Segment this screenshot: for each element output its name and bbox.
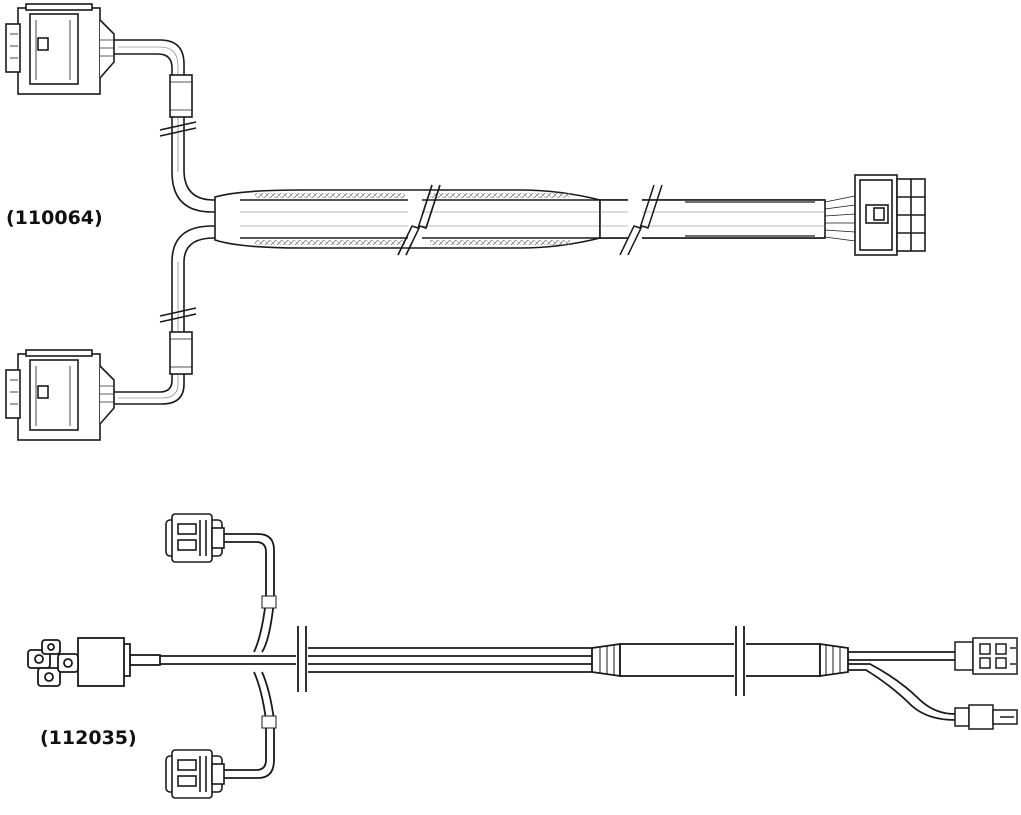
harness-112035 — [27, 513, 1018, 799]
lower-left-connector — [5, 349, 115, 441]
left-connector — [27, 637, 131, 687]
harness-110064 — [5, 3, 926, 441]
part-number-label: (112035) — [40, 727, 137, 749]
break-mark — [619, 184, 663, 256]
main-trunk-cable — [214, 189, 826, 249]
part-number-label: (110064) — [6, 207, 103, 229]
lower-branch-wire — [222, 671, 277, 779]
break-mark — [296, 624, 308, 692]
break-mark — [397, 184, 441, 256]
trunk-wires — [129, 647, 595, 673]
wire-fanout — [824, 195, 856, 242]
shrink-sleeve — [591, 624, 849, 698]
right-connector — [954, 637, 1018, 675]
right-connector — [854, 174, 926, 256]
small-connector — [954, 704, 1018, 730]
upper-left-connector — [5, 3, 115, 95]
right-wires — [848, 651, 956, 721]
upper-branch-cable — [112, 39, 240, 213]
lower-small-connector — [165, 749, 225, 799]
upper-branch-wire — [222, 533, 277, 653]
lower-branch-cable — [112, 225, 240, 405]
upper-small-connector — [165, 513, 225, 563]
